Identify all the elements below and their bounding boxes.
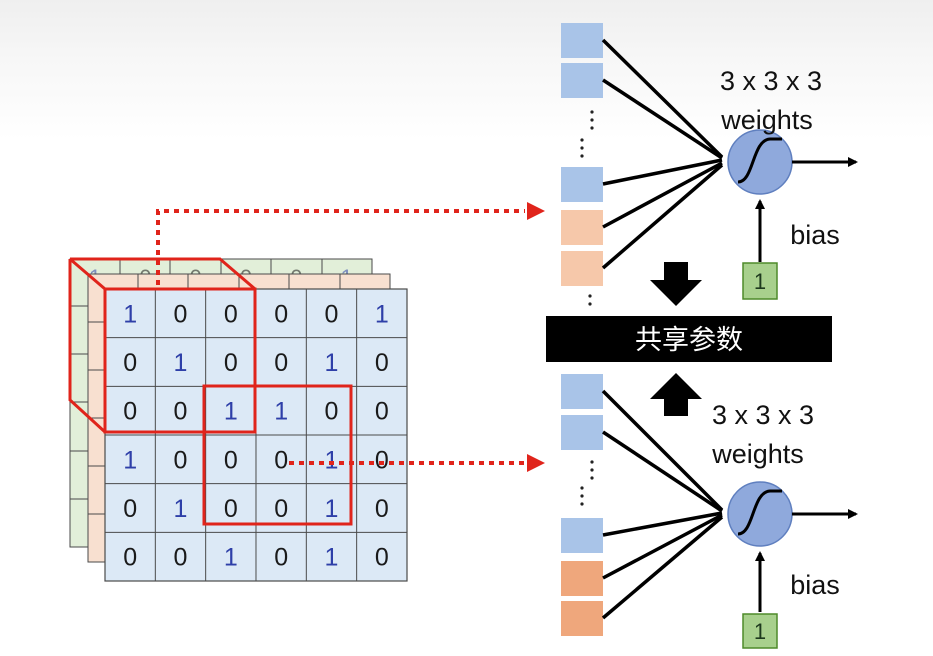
input-cell (561, 518, 603, 553)
grid-cell-value: 1 (325, 495, 339, 523)
sigmoid-icon (737, 489, 782, 536)
grid-cell-value: 0 (123, 544, 137, 572)
grid-cell-value: 0 (274, 349, 288, 377)
weight-lines-bottom (601, 389, 724, 620)
weights-label-line1: 3 x 3 x 3 (720, 66, 822, 96)
grid-cell-value: 0 (123, 349, 137, 377)
input-cell (561, 601, 603, 636)
grid-cell-value: 0 (174, 544, 188, 572)
receptive-field-top-left-edge (69, 257, 106, 291)
input-column-top (561, 23, 603, 306)
connector-bottom-arrowhead (527, 454, 545, 472)
input-cell (561, 415, 603, 450)
receptive-field-front-face (103, 287, 257, 434)
grid-cell-value: 1 (325, 544, 339, 572)
neuron-bottom: 1 3 x 3 x 3 weights bias (561, 374, 858, 649)
connectors (156, 202, 545, 472)
bias-value: 1 (754, 619, 766, 644)
input-cell (561, 251, 603, 286)
ellipsis-icon (580, 460, 594, 506)
weights-label-line1: 3 x 3 x 3 (712, 400, 814, 430)
grid-cell-value: 0 (274, 300, 288, 328)
input-cell (561, 374, 603, 409)
input-column-bottom (561, 374, 603, 636)
grid-cell-value: 0 (174, 398, 188, 426)
grid-cell-value: 0 (375, 446, 389, 474)
grid-cell-value: 0 (274, 495, 288, 523)
input-cell (561, 23, 603, 58)
input-volume: 1 0 0 0 0 1 (68, 257, 408, 582)
input-cell (561, 63, 603, 98)
grid-cell-value: 0 (174, 446, 188, 474)
grid-cell-value: 1 (123, 300, 137, 328)
receptive-field-top-edge (70, 257, 256, 291)
shared-parameters: 共享参数 (546, 262, 832, 416)
grid-cell-value: 1 (224, 544, 238, 572)
grid-cell-value: 0 (325, 398, 339, 426)
input-cell (561, 210, 603, 245)
bias-label: bias (790, 570, 840, 600)
grid-cell-value: 1 (325, 349, 339, 377)
grid-cell-value: 1 (224, 398, 238, 426)
grid-cell-value: 0 (123, 398, 137, 426)
grid-cell-value: 0 (123, 495, 137, 523)
weights-label-line2: weights (711, 439, 804, 469)
input-cell (561, 561, 603, 596)
grid-cell-value: 0 (174, 300, 188, 328)
up-arrow-icon (650, 373, 702, 416)
grid-cell-value: 0 (375, 495, 389, 523)
grid-cell-value: 1 (123, 446, 137, 474)
grid-cell-value: 0 (224, 495, 238, 523)
weights-label-line2: weights (720, 105, 813, 135)
grid-cell-value: 0 (325, 300, 339, 328)
neuron-top: 1 3 x 3 x 3 weights bias (561, 23, 858, 306)
grid-cell-value: 0 (224, 446, 238, 474)
grid-cell-value: 0 (274, 446, 288, 474)
shared-banner (546, 316, 832, 362)
sigmoid-icon (737, 137, 782, 184)
grid-cell-value: 1 (375, 300, 389, 328)
grid-cell-value: 0 (375, 544, 389, 572)
bias-box (742, 613, 778, 649)
bias-box (742, 262, 778, 300)
shared-label: 共享参数 (635, 325, 743, 356)
grid-cell-value: 1 (325, 446, 339, 474)
connector-top-arrowhead (527, 202, 545, 220)
grid-cell-value: 1 (174, 495, 188, 523)
bias-value: 1 (754, 269, 766, 294)
neuron-body (727, 481, 793, 547)
receptive-field-3d (68, 257, 257, 434)
grid-cell-value: 0 (224, 300, 238, 328)
grid-cell-value: 1 (174, 349, 188, 377)
grid-cell-value: 1 (274, 398, 288, 426)
input-cell (561, 167, 603, 202)
ellipsis-icon (580, 110, 594, 306)
front-layer-cells: 1 0 0 0 0 1 0 1 0 0 1 0 0 0 1 1 0 0 1 0 0 0 1 0 0 1 0 0 1 0 0 0 1 0 1 0 (123, 300, 389, 571)
grid-cell-value: 0 (375, 398, 389, 426)
bias-label: bias (790, 220, 840, 250)
grid-cell-value: 0 (274, 544, 288, 572)
weight-lines-top (601, 38, 724, 270)
grid-cell-value: 0 (375, 349, 389, 377)
middle-layer-grid (88, 274, 341, 515)
grid-cell-value: 0 (224, 349, 238, 377)
neuron-body (727, 129, 793, 195)
down-arrow-icon (650, 262, 702, 306)
connector-top (156, 209, 525, 285)
receptive-field-second (202, 384, 353, 526)
receptive-field-left-edge (68, 259, 107, 434)
